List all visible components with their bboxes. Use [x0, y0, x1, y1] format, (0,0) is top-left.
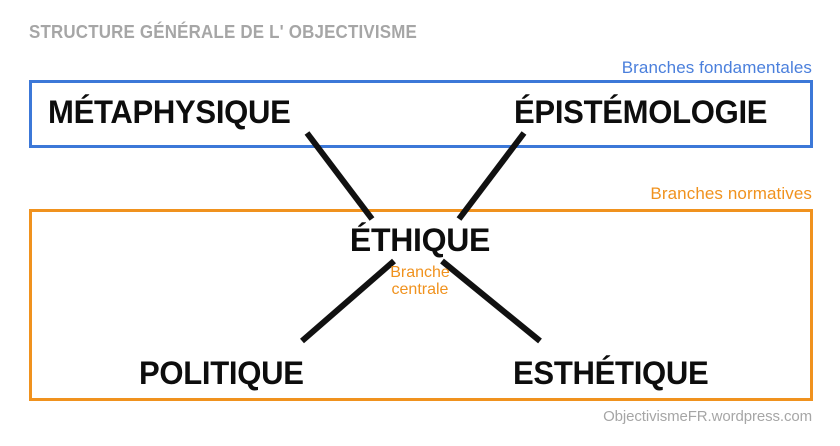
branch-metaphysique: MÉTAPHYSIQUE [48, 94, 291, 130]
group-label-normative: Branches normatives [650, 184, 812, 203]
normative-branches-box [29, 209, 813, 401]
central-branch-caption: Branche centrale [0, 264, 840, 298]
branch-politique: POLITIQUE [139, 355, 304, 391]
central-branch-caption-line2: centrale [391, 281, 449, 298]
branch-ethique: ÉTHIQUE [349, 222, 491, 258]
page-title: STRUCTURE GÉNÉRALE DE L' OBJECTIVISME [29, 22, 417, 42]
central-branch-caption-line1: Branche [390, 264, 450, 281]
fundamental-branches-box [29, 80, 813, 148]
footer-credit: ObjectivismeFR.wordpress.com [603, 408, 812, 425]
branch-epistemologie: ÉPISTÉMOLOGIE [514, 94, 768, 130]
branch-esthetique: ESTHÉTIQUE [513, 355, 709, 391]
group-label-fundamental: Branches fondamentales [621, 58, 812, 77]
